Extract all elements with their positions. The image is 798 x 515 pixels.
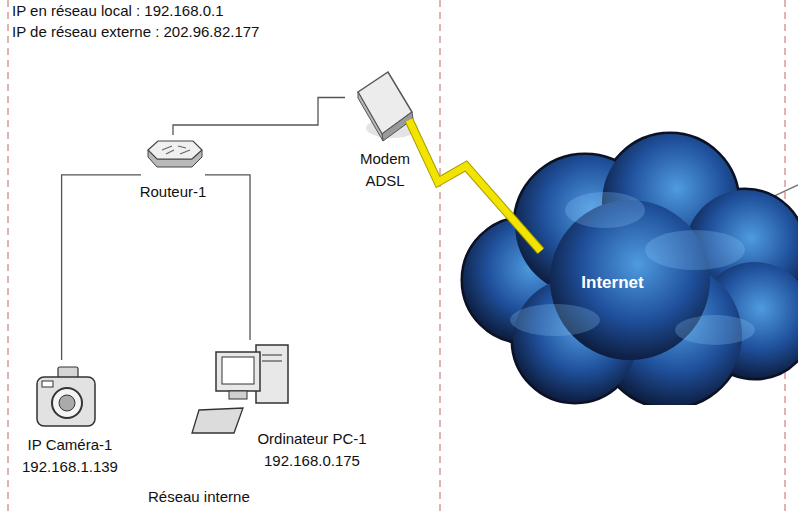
cloud-highlight — [510, 304, 600, 336]
monitor-stand — [229, 391, 247, 399]
computer-node: Ordinateur PC-1192.168.0.175 — [190, 340, 434, 480]
router-arrows — [162, 146, 190, 154]
router-top — [148, 141, 202, 159]
network-note: IP de réseau externe : 202.96.82.177 — [12, 22, 259, 42]
node-label: Routeur-1 — [117, 181, 229, 203]
zone-separator — [439, 0, 441, 515]
node-label: 192.168.0.175 — [190, 450, 434, 472]
drive-slot — [262, 355, 282, 356]
modem-icon — [358, 72, 418, 141]
cloud-label: Internet — [455, 272, 770, 294]
computer-icon — [192, 345, 288, 433]
network-note: IP en réseau local : 192.168.0.1 — [12, 1, 224, 21]
camera-lens — [52, 388, 82, 418]
node-label: 192.168.1.139 — [10, 456, 130, 478]
zone-label: Réseau interne — [148, 487, 250, 507]
zone-separators — [8, 0, 785, 515]
node-label: IP Caméra-1 — [10, 434, 130, 456]
camera-node: IP Caméra-1192.168.1.139 — [10, 360, 130, 480]
drive-slot — [262, 361, 282, 362]
node-label: Ordinateur PC-1 — [190, 428, 434, 450]
internet-cloud: Internet — [455, 130, 798, 405]
computer-keyboard — [192, 408, 243, 433]
zone-separator — [7, 0, 9, 515]
router-icon — [148, 141, 202, 167]
camera-lens-inner — [59, 395, 75, 411]
cloud-shape — [455, 130, 798, 405]
modem-node: Modem ADSL — [345, 70, 425, 195]
cloud-highlight — [565, 192, 645, 228]
modem-side — [382, 112, 413, 141]
ethernet-cable — [62, 175, 141, 360]
cloud-highlight — [675, 315, 755, 345]
computer-monitor — [216, 352, 260, 391]
camera-body — [37, 377, 95, 426]
router-node: Routeur-1 — [141, 135, 205, 205]
camera-flash — [42, 381, 53, 387]
computer-screen — [222, 357, 254, 384]
modem-side — [358, 92, 383, 141]
computer-tower — [256, 345, 288, 403]
cloud-highlight — [645, 230, 745, 270]
node-label: Modem ADSL — [355, 148, 415, 192]
ethernet-cable — [205, 175, 250, 340]
camera-icon — [37, 367, 95, 426]
ethernet-cable — [173, 98, 345, 136]
